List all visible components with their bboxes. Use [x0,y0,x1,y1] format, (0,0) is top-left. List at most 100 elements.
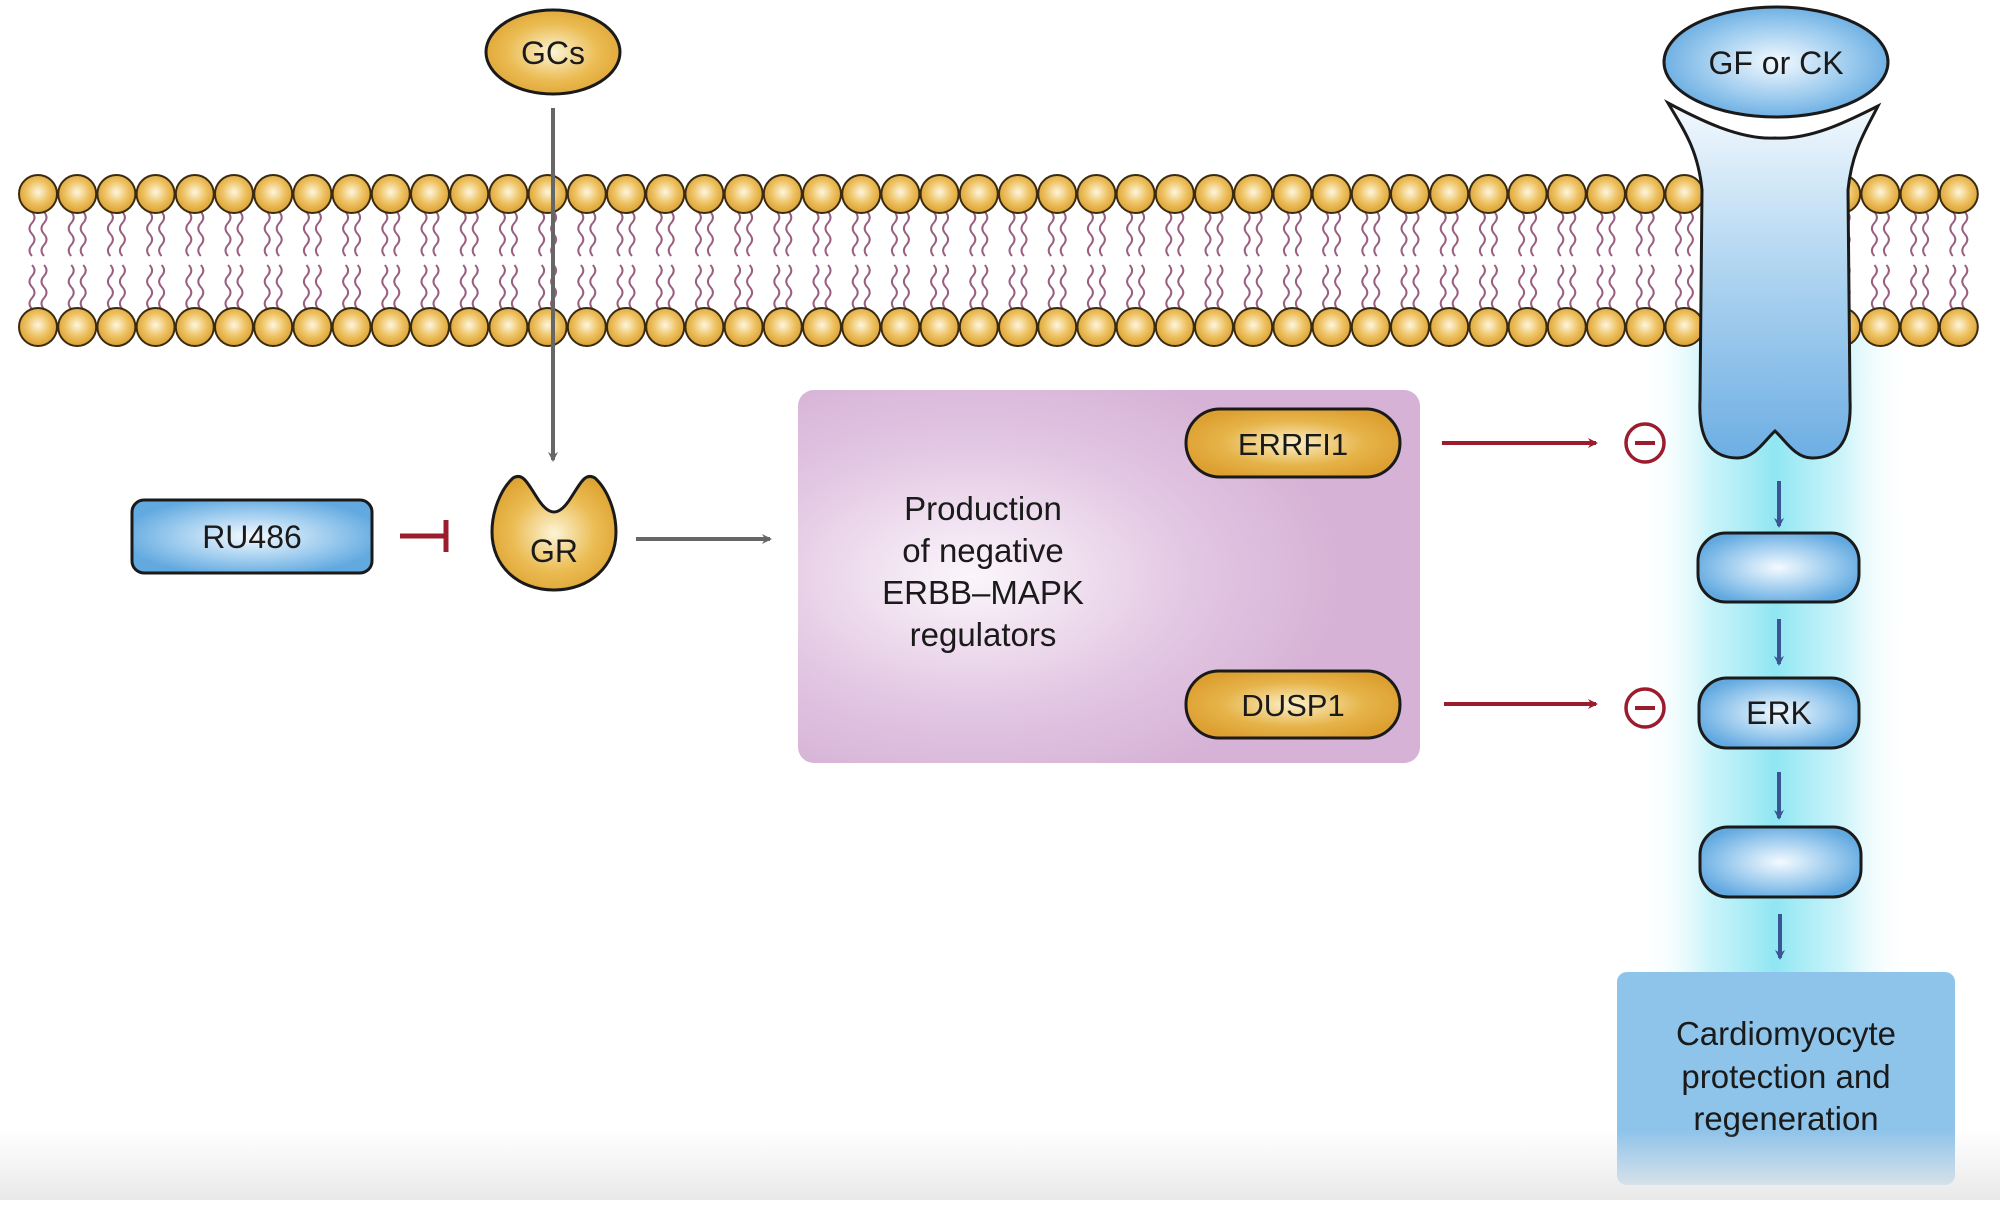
lipid-tail [1949,211,1957,257]
lipid-tail [510,211,518,257]
lipid-head [1507,307,1548,347]
lipid-head [1938,307,1979,347]
lipid-tail [40,211,48,257]
lipid-tail [1204,211,1212,257]
gr-label: GR [530,533,578,569]
ru486-inhibitor[interactable]: RU486 [130,498,374,575]
lipid-tail [1059,264,1067,310]
lipid-tail [1138,264,1146,310]
cascade-kinase-3[interactable] [1698,825,1863,899]
lipid-tail [432,264,440,310]
erk-kinase[interactable]: ERK [1697,676,1861,750]
lipid-tail [1569,264,1577,310]
lipid-head [645,307,686,347]
lipid-head [214,307,254,347]
lipid-tail [28,211,36,257]
lipid-tail [197,211,205,257]
lipid-tail [577,264,585,310]
lipid-tail [314,264,322,310]
gf-ck-ligand[interactable]: GF or CK [1662,5,1890,119]
lipid-tail [1020,264,1028,310]
lipid-head [1311,174,1352,214]
lipid-tail [1294,264,1302,310]
lipid-tail [158,211,166,257]
lipid-tail [981,264,989,310]
lipid-tail [1674,264,1682,310]
lipid-tail [1647,264,1655,310]
lipid-head [1154,307,1195,347]
lipid-tail [902,264,910,310]
lipid-head [527,174,568,214]
lipid-tail [471,211,479,257]
lipid-head [1194,307,1234,347]
lipid-tail [942,264,950,310]
lipid-tail [342,211,350,257]
lipid-tail [1949,264,1957,310]
lipid-head [488,174,529,214]
lipid-head [1194,174,1234,214]
lipid-tail [79,264,87,310]
lipid-tail [577,211,585,257]
lipid-head [1115,307,1156,347]
lipid-tail [354,264,362,310]
lipid-head [1938,174,1979,214]
lipid-tail [1882,264,1890,310]
lipid-head [723,174,764,214]
lipid-tail [354,211,362,257]
errfi1-regulator[interactable]: ERRFI1 [1184,407,1402,479]
lipid-tail [1412,211,1420,257]
lipid-tail [890,211,898,257]
lipid-tail [1138,211,1146,257]
lipid-head [174,174,215,214]
lipid-tail [1518,211,1526,257]
lipid-tail [106,264,114,310]
lipid-head [292,174,333,214]
lipid-tail [1282,211,1290,257]
lipid-head [958,307,999,347]
dusp1-regulator[interactable]: DUSP1 [1184,669,1402,740]
lipid-head [57,174,98,214]
lipid-tail [969,264,977,310]
transmembrane-receptor[interactable] [1663,99,1882,460]
lipid-head [1115,174,1156,214]
lipid-head [1860,307,1901,347]
lipid-head [1625,307,1666,347]
gcs-label: GCs [521,35,585,71]
lipid-tail [314,211,322,257]
gr-receptor[interactable]: GR [490,475,618,592]
lipid-tail [28,264,36,310]
lipid-tail [1439,264,1447,310]
lipid-tail [1596,211,1604,257]
lipid-tail [824,264,832,310]
lipid-tail [1518,264,1526,310]
lipid-head [1233,307,1274,347]
lipid-tail [589,264,597,310]
lipid-head [292,307,333,347]
lipid-tail [746,264,754,310]
lipid-tail [420,211,428,257]
lipid-tail [1451,264,1459,310]
lipid-tail [263,264,271,310]
lipid-tail [538,211,546,257]
lipid-tail [1557,211,1565,257]
lipid-tail [1373,211,1381,257]
lipid-tail [1647,211,1655,257]
lipid-tail [1910,211,1918,257]
lipid-head [684,174,725,214]
lipid-tail [1400,211,1408,257]
lipid-tail [824,211,832,257]
lipid-tail [1961,211,1969,257]
gcs-ligand[interactable]: GCs [484,8,622,96]
lipid-tail [851,211,859,257]
lipid-tail [1686,264,1694,310]
errfi1-label: ERRFI1 [1238,427,1348,462]
lipid-head [1664,307,1705,347]
cascade-kinase-1[interactable] [1696,531,1861,604]
lipid-tail [498,264,506,310]
lipid-tail [930,211,938,257]
lipid-tail [381,264,389,310]
lipid-tail [1098,211,1106,257]
lipid-tail [1008,264,1016,310]
inhibition-bar-icon [400,520,449,552]
